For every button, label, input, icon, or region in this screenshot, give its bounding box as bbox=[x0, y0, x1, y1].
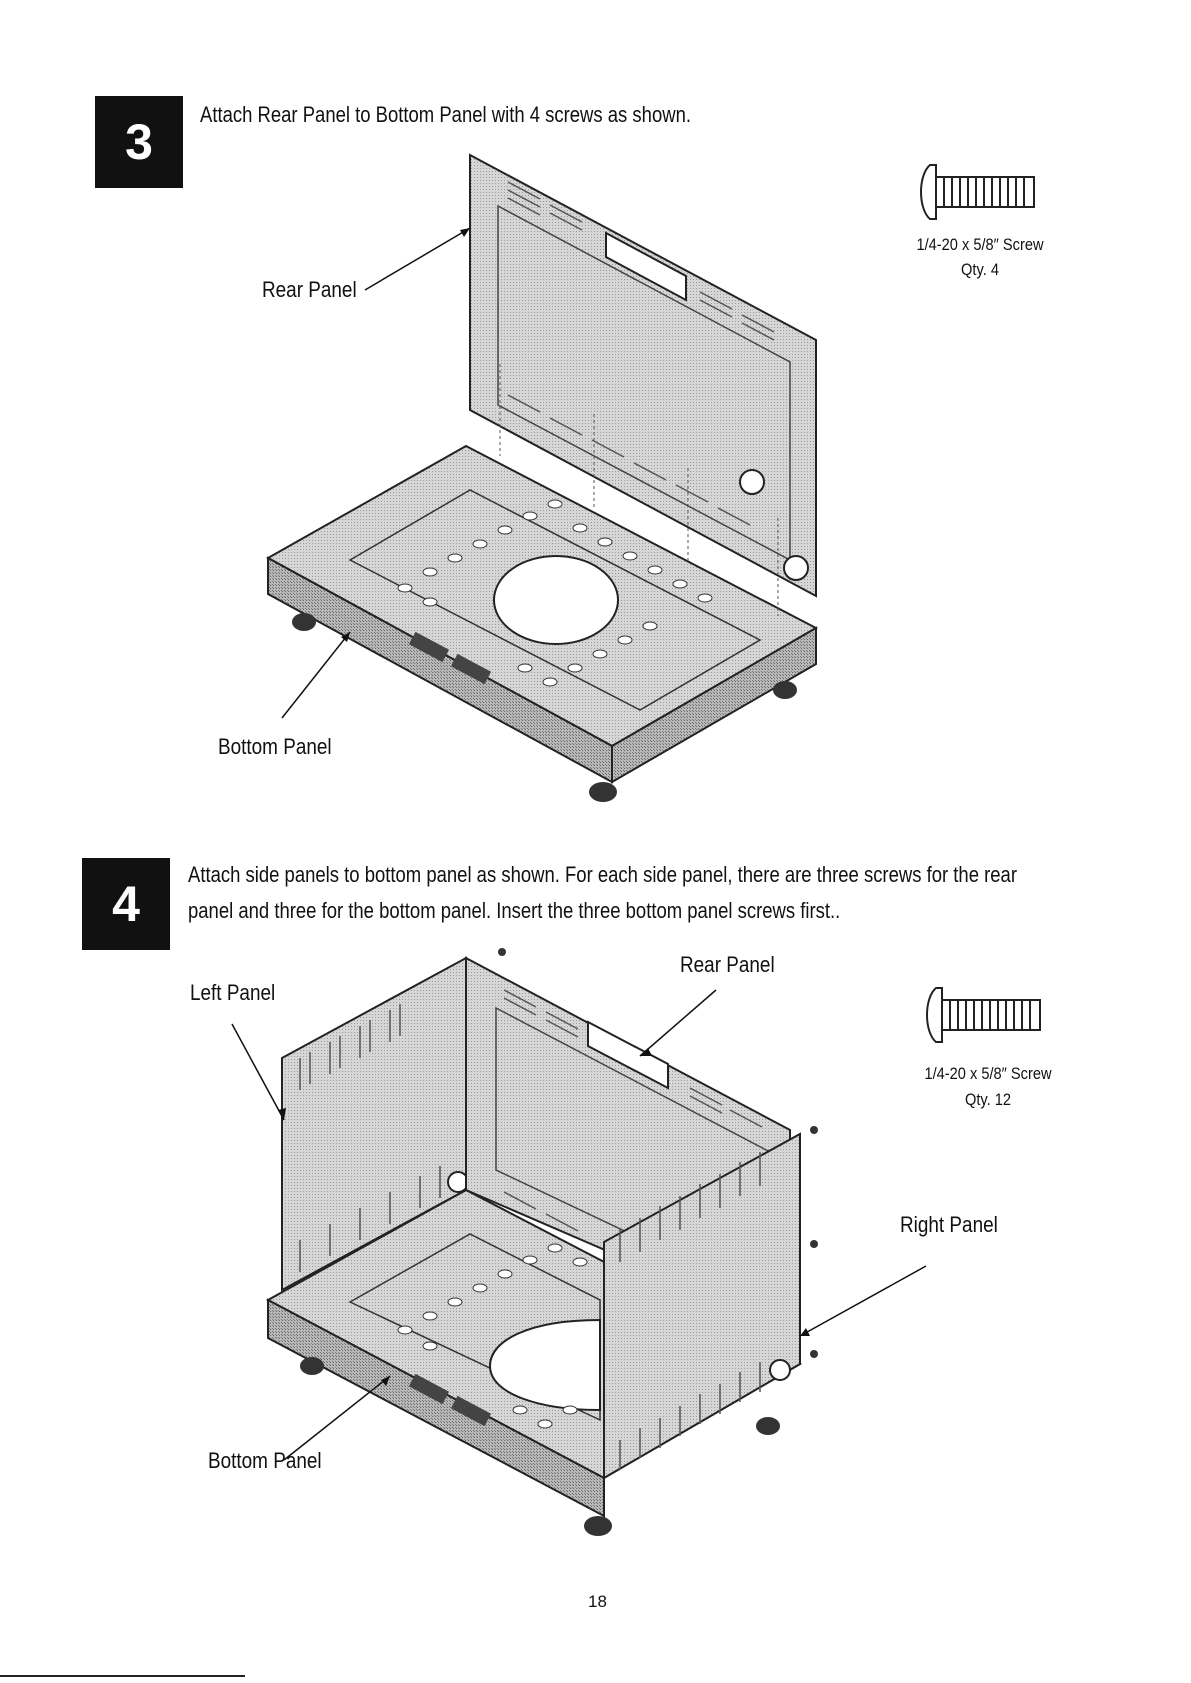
right-panel-leader bbox=[799, 1265, 927, 1337]
step-4-bottom-panel-label: Bottom Panel bbox=[208, 1448, 322, 1473]
bottom-panel-drawing bbox=[265, 444, 819, 802]
screw-icon bbox=[920, 164, 1035, 220]
step-4-screw-qty: Qty. 12 bbox=[964, 1090, 1012, 1109]
step-3-screw-spec: 1/4-20 x 5/8″ Screw bbox=[916, 235, 1044, 254]
step-4-left-panel-label: Left Panel bbox=[190, 980, 276, 1005]
bottom-panel-leader bbox=[281, 631, 351, 719]
rear-panel-leader bbox=[364, 227, 471, 291]
page-number: 18 bbox=[588, 1592, 607, 1611]
step-3-illustration bbox=[265, 153, 1035, 802]
step-4-right-panel-label: Right Panel bbox=[900, 1212, 998, 1237]
rear-panel-leader-4 bbox=[639, 989, 717, 1057]
step-3-rear-panel-label: Rear Panel bbox=[262, 277, 357, 302]
step-3-instruction: Attach Rear Panel to Bottom Panel with 4… bbox=[200, 102, 691, 127]
rear-panel-drawing bbox=[469, 153, 817, 616]
screw-icon bbox=[926, 987, 1041, 1043]
step-4-badge: 4 bbox=[82, 858, 170, 950]
loose-screws bbox=[498, 948, 818, 1358]
left-panel-leader bbox=[231, 1023, 285, 1121]
footer-rule bbox=[0, 1675, 245, 1677]
step-4-instruction-line-2: panel and three for the bottom panel. In… bbox=[188, 898, 841, 923]
right-panel-drawing bbox=[603, 1132, 801, 1480]
bottom-panel-leader-4 bbox=[283, 1375, 391, 1461]
step-3-bottom-panel-label: Bottom Panel bbox=[218, 734, 332, 759]
step-4-instruction-line-1: Attach side panels to bottom panel as sh… bbox=[188, 862, 1017, 887]
step-4-rear-panel-label: Rear Panel bbox=[680, 952, 775, 977]
left-panel-drawing bbox=[281, 956, 469, 1292]
step-4-screw-spec: 1/4-20 x 5/8″ Screw bbox=[924, 1064, 1052, 1083]
step-3-screw-qty: Qty. 4 bbox=[961, 260, 999, 279]
step-3-badge: 3 bbox=[95, 96, 183, 188]
